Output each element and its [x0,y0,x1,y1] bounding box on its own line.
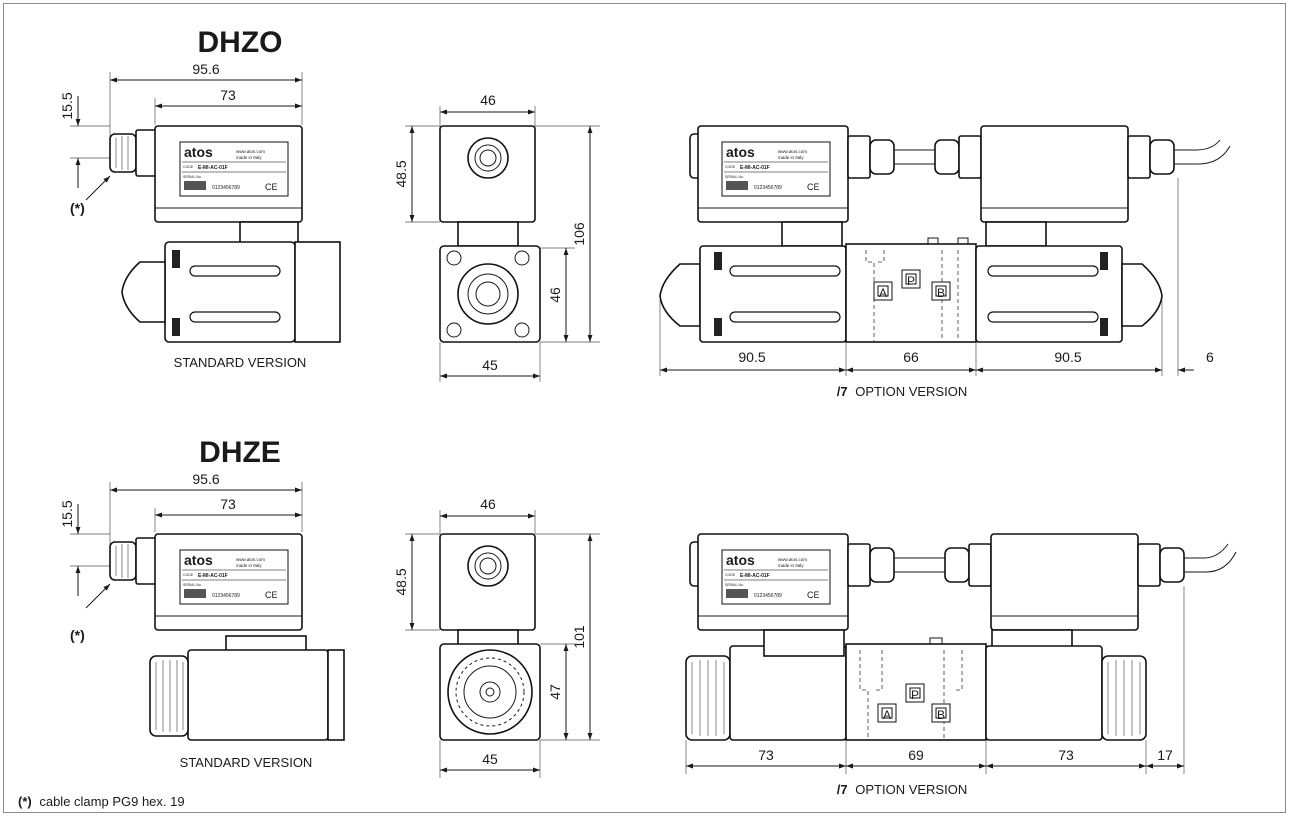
dim-upper: 48.5 [393,568,409,595]
product-label: atos www.atos.com made in Italy CODE E-M… [179,141,289,197]
product-label: atos www.atos.com made in Italy CODE E-M… [721,549,831,605]
caption-standard: STANDARD VERSION [174,355,307,370]
label-serial-label: SERIAL No. [725,175,744,179]
dim-overall: 95.6 [192,61,219,77]
port-a: A [879,286,887,300]
dim-top: 46 [480,496,496,512]
label-code: E-MI-AC-01F [740,573,770,579]
drawing-frame [3,3,1286,813]
label-serial-label: SERIAL No. [183,175,202,179]
dim-center: 66 [903,349,919,365]
label-ce: CE [265,182,278,192]
label-web: www.atos.com [236,557,265,562]
dim-height: 15.5 [59,92,75,119]
product-label: atos www.atos.com made in Italy CODE E-M… [179,549,289,605]
caption-option: /7 OPTION VERSION [837,782,967,797]
label-made: made in Italy [236,563,262,568]
footnote-text: cable clamp PG9 hex. 19 [39,794,184,809]
dim-top: 46 [480,92,496,108]
dim-total: 106 [571,222,587,246]
clamp-marker: (*) [70,627,85,643]
label-code: E-MI-AC-01F [740,165,770,171]
footnote-marker: (*) [18,794,32,809]
end-view: 46 48.5 101 47 45 [393,496,600,778]
dim-lower: 46 [547,287,563,303]
end-view: 46 48.5 106 46 45 [393,92,600,382]
dim-left: 90.5 [738,349,765,365]
section-title: DHZE [199,436,281,469]
option-view: atos www.atos.com made in Italy CODE E-M… [659,125,1231,399]
caption-option-prefix: /7 [837,384,848,399]
caption-option-text: OPTION VERSION [855,782,967,797]
label-web: www.atos.com [778,149,807,154]
product-label: atos www.atos.com made in Italy CODE E-M… [721,141,831,197]
label-serial: 0123456789 [212,593,240,599]
brand-logo: atos [184,552,213,568]
caption-option: /7 OPTION VERSION [837,384,967,399]
label-code-label: CODE [725,165,736,169]
label-made: made in Italy [778,563,804,568]
label-code-label: CODE [183,573,194,577]
port-b: B [937,708,945,722]
label-ce: CE [807,590,820,600]
port-a: A [883,708,891,722]
label-serial-label: SERIAL No. [183,583,202,587]
dim-overall: 95.6 [192,471,219,487]
dim-height: 15.5 [59,500,75,527]
brand-logo: atos [726,144,755,160]
label-serial: 0123456789 [212,185,240,191]
label-code-label: CODE [725,573,736,577]
dim-bottom: 45 [482,357,498,373]
caption-option-prefix: /7 [837,782,848,797]
label-ce: CE [807,182,820,192]
dim-right: 73 [1058,747,1074,763]
dim-extra: 17 [1157,747,1173,763]
label-web: www.atos.com [236,149,265,154]
label-code: E-MI-AC-01F [198,165,228,171]
label-ce: CE [265,590,278,600]
label-code: E-MI-AC-01F [198,573,228,579]
label-made: made in Italy [236,155,262,160]
caption-option-text: OPTION VERSION [855,384,967,399]
section-dhze: DHZE 95.6 73 15.5 atos www.atos.com ma [59,436,1237,797]
brand-logo: atos [726,552,755,568]
label-made: made in Italy [778,155,804,160]
port-p: P [907,274,915,288]
label-web: www.atos.com [778,557,807,562]
dim-total: 101 [571,625,587,649]
brand-logo: atos [184,144,213,160]
dim-lower: 47 [547,684,563,700]
port-b: B [937,286,945,300]
port-p: P [911,688,919,702]
label-serial: 0123456789 [754,593,782,599]
section-title: DHZO [198,26,283,59]
dim-box: 73 [220,496,236,512]
dim-upper: 48.5 [393,160,409,187]
section-dhzo: DHZO 95.6 73 15.5 atos [59,26,1231,399]
dim-bottom: 45 [482,751,498,767]
label-serial-label: SERIAL No. [725,583,744,587]
caption-standard: STANDARD VERSION [180,755,313,770]
dim-right: 90.5 [1054,349,1081,365]
footnote: (*) cable clamp PG9 hex. 19 [18,794,185,809]
dim-center: 69 [908,747,924,763]
dim-extra: 6 [1206,349,1214,365]
standard-view: 95.6 73 15.5 atos www.atos.com made in I… [59,61,341,370]
label-code-label: CODE [183,165,194,169]
clamp-marker: (*) [70,200,85,216]
standard-view: 95.6 73 15.5 atos www.atos.com made in I… [59,471,345,770]
label-serial: 0123456789 [754,185,782,191]
dim-box: 73 [220,87,236,103]
dim-left: 73 [758,747,774,763]
option-view: atos www.atos.com made in Italy CODE E-M… [685,533,1237,797]
